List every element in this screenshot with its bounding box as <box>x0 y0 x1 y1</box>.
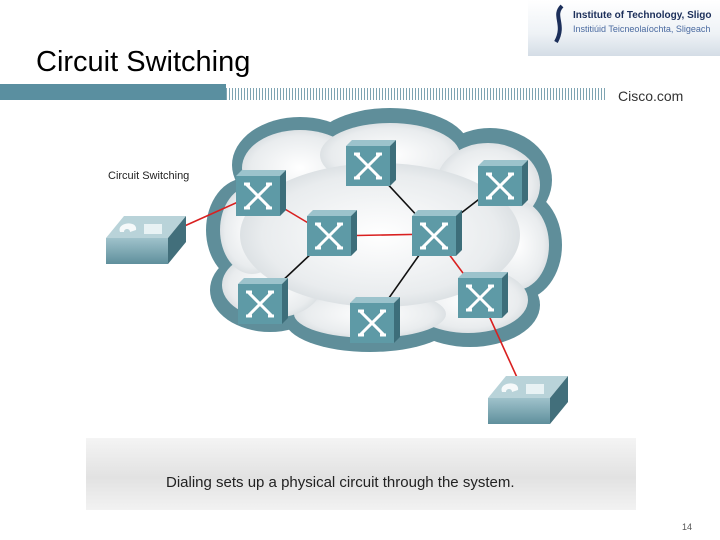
institute-logo-line1: Institute of Technology, Sligo <box>573 10 712 21</box>
diagram-label: Circuit Switching <box>108 170 189 182</box>
switch-icon <box>478 160 528 206</box>
switch-icon <box>307 210 357 256</box>
telephone-icon <box>106 216 186 264</box>
header-accent-bar <box>0 84 226 100</box>
caption-panel <box>86 438 636 510</box>
telephone-icon <box>488 376 568 424</box>
switch-icon <box>412 210 462 256</box>
switch-icon <box>458 272 508 318</box>
switch-icon <box>350 297 400 343</box>
header-stripes <box>226 88 606 100</box>
circuit-switching-diagram: Circuit Switching <box>106 108 568 424</box>
institute-logo-icon <box>554 4 564 43</box>
switch-nodes <box>236 140 528 343</box>
switch-icon <box>346 140 396 186</box>
switch-icon <box>238 278 288 324</box>
cisco-brand: Cisco.com <box>618 88 684 104</box>
slide-title: Circuit Switching <box>36 46 251 78</box>
page-number: 14 <box>682 522 693 532</box>
figure-caption: Dialing sets up a physical circuit throu… <box>166 474 515 491</box>
institute-logo-line2: Institiúid Teicneolaíochta, Sligeach <box>573 24 711 34</box>
switch-icon <box>236 170 286 216</box>
